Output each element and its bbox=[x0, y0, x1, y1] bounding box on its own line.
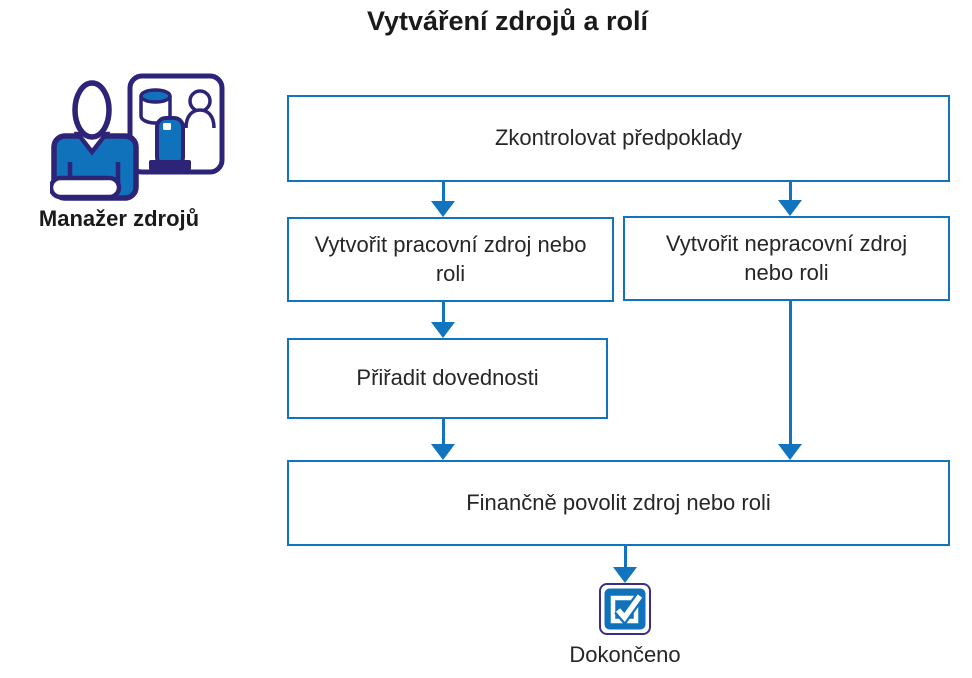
flow-step-label: Vytvořit pracovní zdroj nebo roli bbox=[314, 231, 587, 286]
arrow-head bbox=[431, 201, 455, 217]
persona-label: Manažer zdrojů bbox=[38, 206, 200, 231]
end-label: Dokončeno bbox=[569, 642, 681, 667]
arrow-create-nonwork-to-enable bbox=[778, 301, 802, 460]
flow-step-label: Finančně povolit zdroj nebo roli bbox=[466, 489, 771, 515]
flow-step-create-nonwork-resource: Vytvořit nepracovní zdroj nebo roli bbox=[623, 216, 950, 301]
arrow-head bbox=[431, 322, 455, 338]
arrow-head bbox=[613, 567, 637, 583]
arrow-assign-skills-to-enable bbox=[431, 419, 455, 460]
arrow-head bbox=[778, 200, 802, 216]
arrow-check-to-create-nonwork bbox=[778, 182, 802, 216]
arrow-head bbox=[778, 444, 802, 460]
arrow-shaft bbox=[441, 182, 445, 201]
flow-step-check-prerequisites: Zkontrolovat předpoklady bbox=[287, 95, 950, 182]
arrow-shaft bbox=[623, 546, 627, 567]
flow-step-label: Vytvořit nepracovní zdroj nebo roli bbox=[665, 230, 908, 285]
flow-step-assign-skills: Přiřadit dovednosti bbox=[287, 338, 608, 419]
flow-step-label: Přiřadit dovednosti bbox=[356, 365, 539, 391]
arrow-shaft bbox=[788, 301, 792, 444]
resource-manager-icon bbox=[50, 73, 225, 201]
flow-step-create-work-resource: Vytvořit pracovní zdroj nebo roli bbox=[287, 217, 614, 302]
page-title: Vytváření zdrojů a rolí bbox=[366, 6, 649, 36]
arrow-head bbox=[431, 444, 455, 460]
flow-step-enable-financially: Finančně povolit zdroj nebo roli bbox=[287, 460, 950, 546]
arrow-create-work-to-assign-skills bbox=[431, 302, 455, 338]
arrow-shaft bbox=[441, 302, 445, 322]
flow-step-label: Zkontrolovat předpoklady bbox=[494, 125, 743, 151]
completed-checkbox-icon bbox=[599, 583, 651, 635]
arrow-shaft bbox=[788, 182, 792, 200]
arrow-check-to-create-work bbox=[431, 182, 455, 217]
arrow-shaft bbox=[441, 419, 445, 444]
arrow-enable-to-done bbox=[613, 546, 637, 583]
